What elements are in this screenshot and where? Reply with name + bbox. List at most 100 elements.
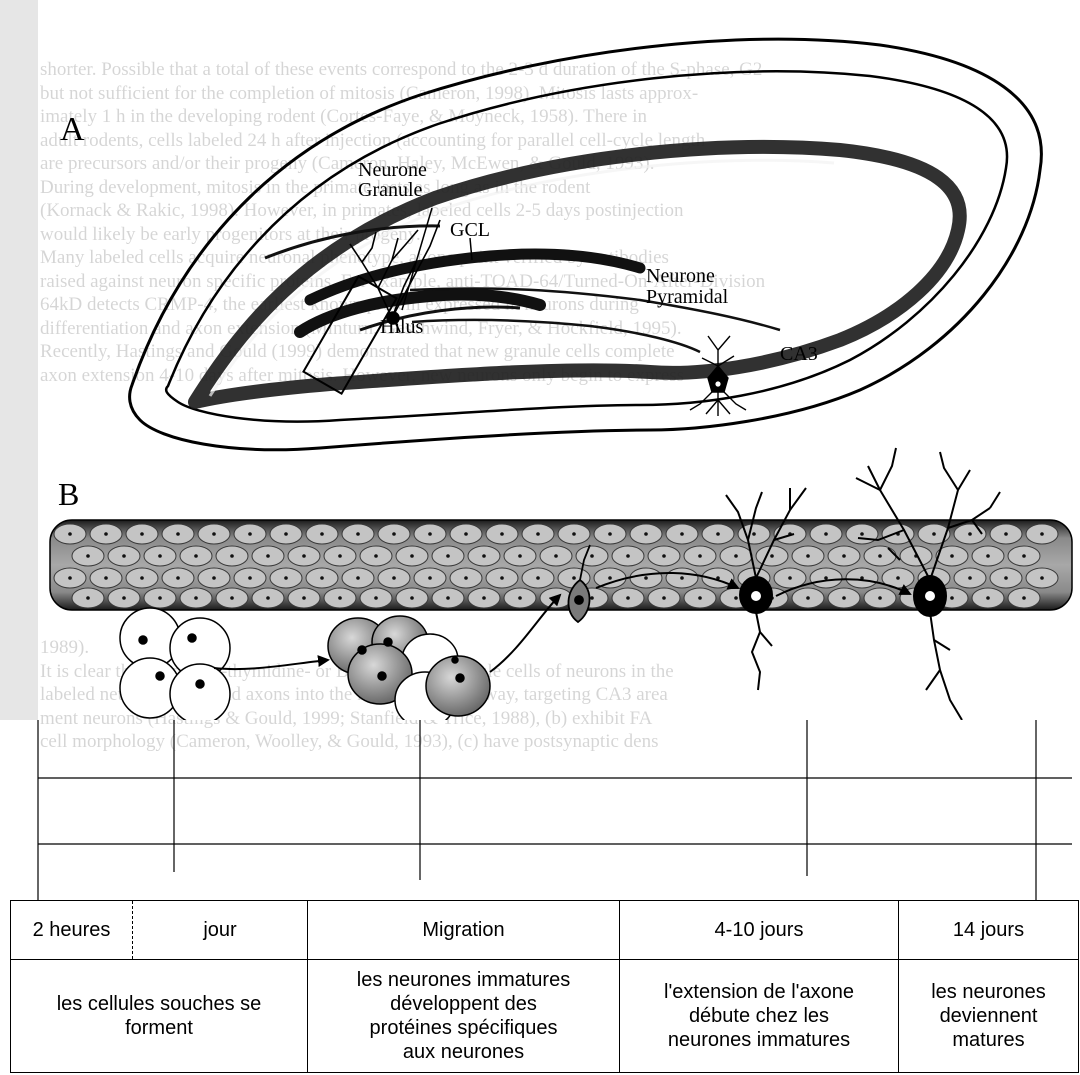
band-cell-nucleus [770, 554, 774, 558]
band-cell-nucleus [140, 576, 144, 580]
band-cell-nucleus [482, 554, 486, 558]
band-cell-nucleus [662, 596, 666, 600]
arrow-stem-to-cluster [214, 660, 328, 669]
band-cell-nucleus [248, 576, 252, 580]
header-2-heures: 2 heures [11, 901, 133, 960]
band-cell-nucleus [806, 596, 810, 600]
band-cell-nucleus [212, 576, 216, 580]
band-cell-nucleus [968, 532, 972, 536]
band-cell-nucleus [1004, 576, 1008, 580]
band-cell-nucleus [320, 532, 324, 536]
header-jour: jour [133, 901, 308, 960]
band-cell-nucleus [968, 576, 972, 580]
band-cell-nucleus [302, 554, 306, 558]
band-cell-nucleus [986, 596, 990, 600]
band-cell-nucleus [842, 554, 846, 558]
band-cell-nucleus [500, 576, 504, 580]
band-cell-nucleus [572, 576, 576, 580]
band-cell-nucleus [176, 576, 180, 580]
band-cell-nucleus [698, 596, 702, 600]
band-cell-nucleus [1022, 596, 1026, 600]
desc-line: matures [903, 1028, 1074, 1052]
band-cell-nucleus [1004, 532, 1008, 536]
band-cell-nucleus [1022, 554, 1026, 558]
band-cell-nucleus [284, 576, 288, 580]
band-cell-nucleus [230, 554, 234, 558]
band-cell-nucleus [158, 554, 162, 558]
band-cell-nucleus [878, 554, 882, 558]
band-cell-nucleus [608, 532, 612, 536]
band-cell-nucleus [194, 554, 198, 558]
band-cell-nucleus [122, 554, 126, 558]
band-cell-nucleus [734, 596, 738, 600]
band-cell-nucleus [356, 532, 360, 536]
band-cell-nucleus [878, 596, 882, 600]
band-cell-nucleus [788, 576, 792, 580]
band-cell-nucleus [86, 596, 90, 600]
band-cell-nucleus [1040, 576, 1044, 580]
stem-cells [120, 608, 230, 720]
desc-line: débute chez les [624, 1004, 894, 1028]
band-cell-nucleus [482, 596, 486, 600]
band-cell-nucleus [626, 554, 630, 558]
band-cell-nucleus [986, 554, 990, 558]
table-description-row: les cellules souches se forment les neur… [11, 960, 1079, 1073]
band-cell-nucleus [806, 554, 810, 558]
band-cell-nucleus [1040, 532, 1044, 536]
band-cell-nucleus [680, 576, 684, 580]
band-cell-nucleus [446, 554, 450, 558]
desc-line: l'extension de l'axone [624, 980, 894, 1004]
band-cell-nucleus [428, 576, 432, 580]
band-cell-nucleus [500, 532, 504, 536]
neurone-pyramidal-label-1: Neurone [646, 265, 715, 287]
desc-line: les neurones immatures [312, 968, 615, 992]
band-cell-nucleus [104, 576, 108, 580]
desc-line: les cellules souches se [15, 992, 303, 1016]
desc-line: les neurones [903, 980, 1074, 1004]
band-cell-nucleus [536, 532, 540, 536]
band-cell-nucleus [122, 596, 126, 600]
band-cell-nucleus [320, 576, 324, 580]
band-cell-nucleus [896, 576, 900, 580]
band-cell-nucleus [428, 532, 432, 536]
band-cell-nucleus [662, 554, 666, 558]
band-cell-nucleus [338, 596, 342, 600]
desc-line: deviennent [903, 1004, 1074, 1028]
band-cell-nucleus [626, 596, 630, 600]
band-cell-nucleus [392, 576, 396, 580]
panel-b-label: B [58, 476, 79, 512]
band-cell-nucleus [284, 532, 288, 536]
band-cell-nucleus [302, 596, 306, 600]
band-cell-nucleus [410, 596, 414, 600]
band-cell-nucleus [194, 596, 198, 600]
band-cell-nucleus [464, 532, 468, 536]
desc-line: protéines spécifiques [312, 1016, 615, 1040]
band-cell-nucleus [446, 596, 450, 600]
band-cell-nucleus [86, 554, 90, 558]
desc-axon-extension: l'extension de l'axone débute chez les n… [620, 960, 899, 1073]
band-cell-nucleus [356, 576, 360, 580]
desc-line: aux neurones [312, 1040, 615, 1064]
band-cell-nucleus [230, 596, 234, 600]
band-cell-nucleus [752, 532, 756, 536]
band-cell-nucleus [644, 532, 648, 536]
band-cell-nucleus [266, 554, 270, 558]
progenitor-cluster [328, 616, 490, 720]
hilus-label: Hilus [380, 316, 424, 338]
band-cell-nucleus [338, 554, 342, 558]
band-cell-nucleus [104, 532, 108, 536]
neurone-granule-label-2: Granule [358, 179, 423, 201]
band-cell-nucleus [410, 554, 414, 558]
band-cell-nucleus [248, 532, 252, 536]
band-cell-nucleus [698, 554, 702, 558]
header-14-jours: 14 jours [899, 901, 1079, 960]
header-4-10-jours: 4-10 jours [620, 901, 899, 960]
desc-immature-proteins: les neurones immatures développent des p… [308, 960, 620, 1073]
header-migration: Migration [308, 901, 620, 960]
scan-edge [0, 0, 38, 720]
band-cell-nucleus [518, 554, 522, 558]
band-cell-nucleus [212, 532, 216, 536]
desc-stem-cells: les cellules souches se forment [11, 960, 308, 1073]
desc-line: neurones immatures [624, 1028, 894, 1052]
